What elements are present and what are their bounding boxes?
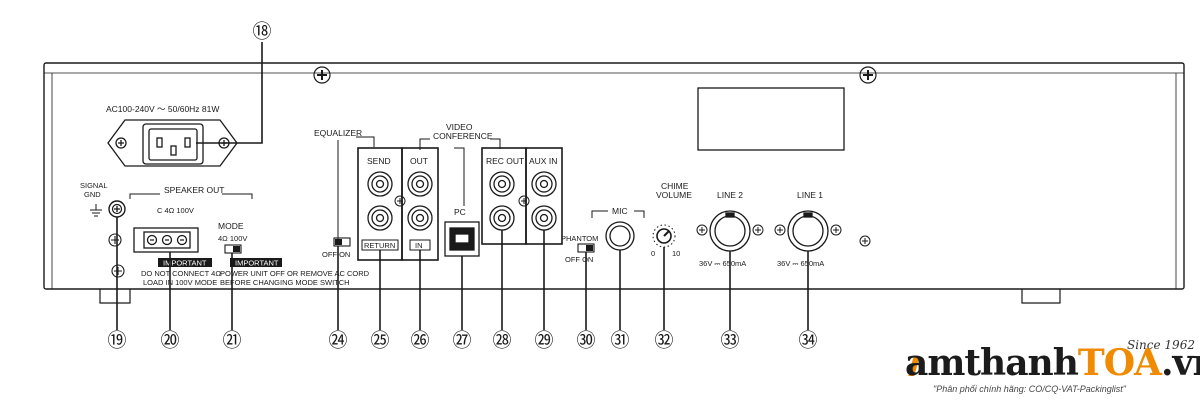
callout-28: ㉘: [492, 330, 511, 352]
pc-usb-port[interactable]: [444, 221, 480, 257]
blank-plate: [697, 87, 845, 151]
mic-jack[interactable]: [605, 221, 635, 251]
chime-label-2: VOLUME: [656, 190, 692, 200]
signal-gnd-terminal[interactable]: [108, 200, 126, 218]
line1-xlr-connector[interactable]: [787, 210, 829, 252]
callout-numbers: ⑱ ⑲ ⑳ ㉑ ㉔ ㉕ ㉖ ㉗ ㉘ ㉙ ㉚ ㉛ ㉜ ㉝ ㉞: [107, 21, 817, 352]
send-label: SEND: [367, 156, 391, 166]
video-conference-bracket: [419, 138, 501, 150]
brand-name-b: TOA: [1077, 342, 1162, 384]
line2-power-label: 36V ⎓ 650mA: [699, 259, 746, 268]
brand-logo: Since 1962 amthanhTOA.vn "Phân phối chín…: [905, 338, 1200, 406]
signal-gnd-label-2: GND: [84, 190, 101, 199]
equalizer-switch[interactable]: [333, 237, 351, 247]
line1-screw-icons: [774, 224, 842, 236]
rec-out-rca-jack-r[interactable]: [489, 205, 515, 231]
callout-31: ㉛: [610, 330, 629, 352]
callout-21: ㉑: [222, 330, 241, 352]
line2-xlr-connector[interactable]: [709, 210, 751, 252]
top-screw-right-icon: [859, 66, 877, 84]
brand-tagline: "Phân phối chính hãng: CO/CQ-VAT-Packing…: [933, 384, 1126, 394]
mic-bracket: [591, 210, 645, 218]
chime-max-label: 10: [672, 249, 680, 258]
callout-30: ㉚: [576, 330, 595, 352]
return-label: RETURN: [364, 241, 395, 250]
panel-screw-right-icon: [859, 235, 871, 247]
speaker-important-badge: [158, 258, 212, 267]
equalizer-title: EQUALIZER: [314, 128, 362, 138]
speaker-warning-line-2: LOAD IN 100V MODE: [143, 278, 217, 287]
callout-18: ⑱: [252, 21, 271, 43]
callout-27: ㉗: [452, 330, 471, 352]
signal-gnd-label-1: SIGNAL: [80, 181, 108, 190]
callout-29: ㉙: [534, 330, 553, 352]
ground-symbol-icon: [90, 204, 102, 217]
mode-switch[interactable]: [224, 244, 242, 254]
send-return-bracket: [356, 136, 375, 147]
line1-label: LINE 1: [797, 190, 823, 200]
panel-screw-icon: [108, 233, 125, 278]
brand-name: amthanhTOA.vn: [905, 342, 1200, 384]
line1-power-label: 36V ⎓ 650mA: [777, 259, 824, 268]
mode-title: MODE: [218, 221, 244, 231]
callout-33: ㉝: [720, 330, 739, 352]
mode-options: 4Ω 100V: [218, 234, 247, 243]
callout-32: ㉜: [654, 330, 673, 352]
callout-26: ㉖: [410, 330, 429, 352]
speaker-out-terminal-labels: C 4Ω 100V: [157, 206, 194, 215]
speaker-out-bracket: [129, 193, 253, 199]
aux-in-label: AUX IN: [529, 156, 557, 166]
phantom-label: PHANTOM: [561, 234, 598, 243]
send-rca-jack[interactable]: [367, 171, 393, 197]
vc-center-screw-icon: [394, 195, 406, 207]
callout-20: ⑳: [160, 330, 179, 352]
chime-min-label: 0: [651, 249, 655, 258]
video-conference-title-2: CONFERENCE: [433, 131, 493, 141]
ac-inlet: [107, 119, 238, 167]
phantom-switch-labels: OFF ON: [565, 255, 593, 264]
mode-warning-line-2: BEFORE CHANGING MODE SWITCH: [220, 278, 350, 287]
aux-in-rca-jack-l[interactable]: [531, 171, 557, 197]
top-screw-left-icon: [313, 66, 331, 84]
rec-aux-center-screw-icon: [518, 195, 530, 207]
return-rca-jack[interactable]: [367, 205, 393, 231]
speaker-warning-line-1: DO NOT CONNECT 4Ω: [141, 269, 221, 278]
line2-label: LINE 2: [717, 190, 743, 200]
line2-screw-icons: [696, 224, 764, 236]
callout-25: ㉕: [370, 330, 389, 352]
pc-label: PC: [454, 207, 466, 217]
callout-19: ⑲: [107, 330, 126, 352]
mic-label: MIC: [612, 206, 628, 216]
vc-in-rca-jack[interactable]: [407, 205, 433, 231]
mode-important-badge: [230, 258, 282, 267]
vc-out-label: OUT: [410, 156, 428, 166]
speaker-out-terminal-block[interactable]: [133, 227, 199, 253]
rec-out-rca-jack-l[interactable]: [489, 171, 515, 197]
pc-leader: [454, 147, 465, 206]
callout-24: ㉔: [328, 330, 347, 352]
chime-volume-knob[interactable]: [652, 224, 676, 248]
mode-important-text: IMPORTANT: [235, 259, 279, 268]
brand-since: Since 1962: [1127, 338, 1195, 352]
vc-in-label: IN: [415, 241, 423, 250]
brand-name-c: .vn: [1161, 342, 1200, 384]
callout-leaders: [116, 42, 809, 330]
chime-label-1: CHIME: [661, 181, 689, 191]
equalizer-switch-labels: OFF ON: [322, 250, 350, 259]
chassis-feet: [99, 289, 1061, 304]
callout-34: ㉞: [798, 330, 817, 352]
chassis: [43, 62, 1185, 290]
aux-in-rca-jack-r[interactable]: [531, 205, 557, 231]
speaker-out-title: SPEAKER OUT: [164, 185, 224, 195]
vc-out-rca-jack[interactable]: [407, 171, 433, 197]
mode-warning-line-1: POWER UNIT OFF OR REMOVE AC CORD: [220, 269, 370, 278]
speaker-important-text: IMPORTANT: [163, 259, 207, 268]
brand-name-a: amthanh: [905, 342, 1079, 384]
phantom-switch[interactable]: [577, 243, 595, 253]
rec-out-label: REC OUT: [486, 156, 524, 166]
power-rating-label: AC100-240V ～ 50/60Hz 81W: [106, 104, 219, 114]
video-conference-title-1: VIDEO: [446, 122, 473, 132]
